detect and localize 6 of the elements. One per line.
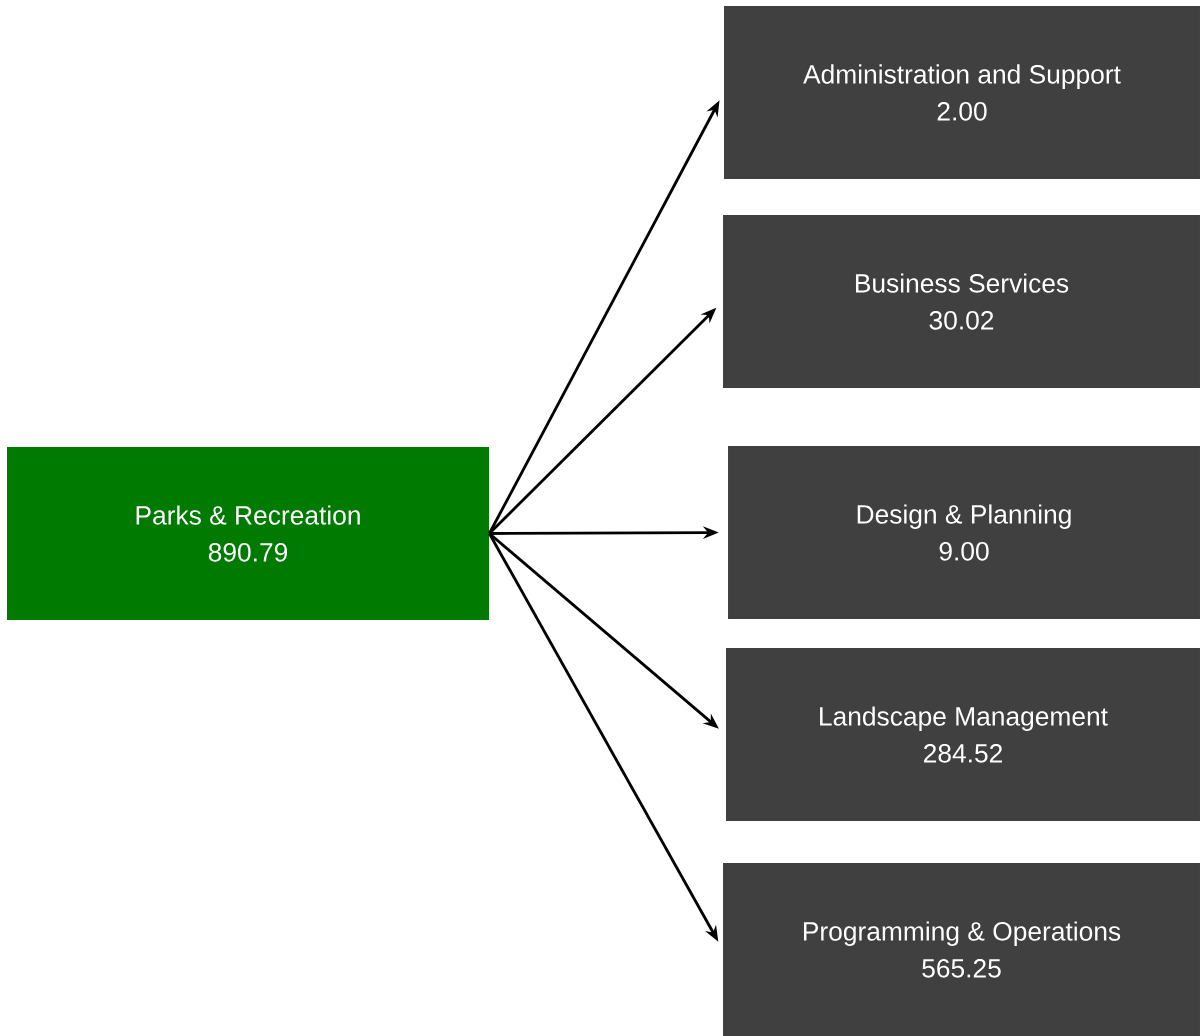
box: Administration and Support 2.00: [724, 6, 1200, 179]
box: Design & Planning 9.00: [728, 446, 1200, 619]
box: Landscape Management 284.52: [726, 648, 1200, 821]
box: Business Services 30.02: [723, 215, 1200, 388]
box: Programming & Operations 565.25: [723, 863, 1200, 1036]
box: Parks & Recreation 890.79: [7, 447, 489, 620]
